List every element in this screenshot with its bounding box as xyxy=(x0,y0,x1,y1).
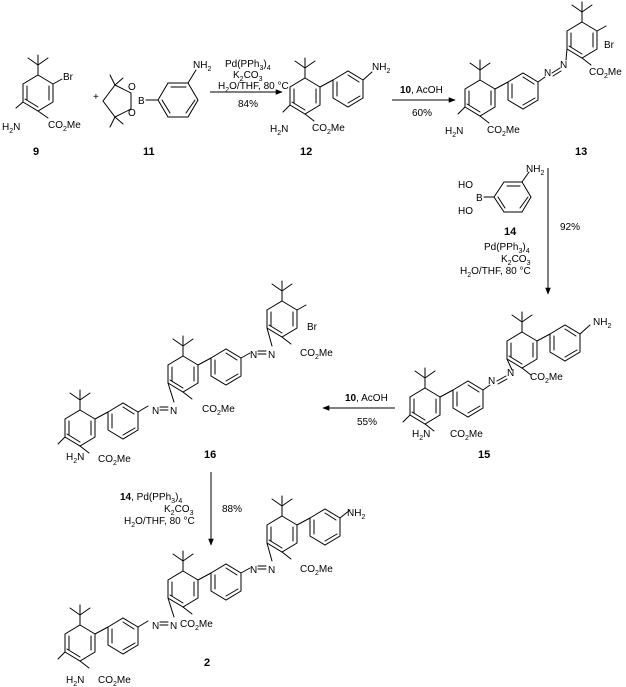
svg-text:10, AcOH: 10, AcOH xyxy=(400,85,443,96)
compound-2: H2N CO2Me N N CO2Me N N NH2 CO2Me 2 xyxy=(57,495,365,687)
svg-text:K2CO3: K2CO3 xyxy=(233,70,263,83)
svg-text:H2O/THF, 80 °C: H2O/THF, 80 °C xyxy=(124,516,195,529)
svg-text:14, Pd(PPh3)4: 14, Pd(PPh3)4 xyxy=(120,492,182,505)
svg-text:N: N xyxy=(268,350,275,361)
svg-text:CO2Me: CO2Me xyxy=(530,372,563,385)
compound-13: H2N CO2Me N N Br CO2Me 13 xyxy=(445,1,622,158)
svg-text:55%: 55% xyxy=(357,417,377,428)
svg-text:N: N xyxy=(170,621,177,632)
svg-text:CO2Me: CO2Me xyxy=(300,564,333,577)
svg-text:CO2Me: CO2Me xyxy=(450,429,483,442)
svg-text:N: N xyxy=(152,406,159,417)
compound-label-15: 15 xyxy=(478,449,490,461)
svg-text:K2CO3: K2CO3 xyxy=(164,504,194,517)
svg-text:N: N xyxy=(560,60,567,71)
svg-text:O: O xyxy=(128,108,136,119)
compound-label-14: 14 xyxy=(504,226,517,238)
amine-label: H2N xyxy=(2,122,20,135)
svg-text:NH2: NH2 xyxy=(593,317,611,330)
compound-14: HO HO B NH2 14 xyxy=(458,164,544,238)
svg-text:N: N xyxy=(250,565,257,576)
plus-sign: + xyxy=(93,92,99,103)
svg-text:H2N: H2N xyxy=(445,126,463,139)
compound-label-16: 16 xyxy=(204,449,216,461)
svg-text:N: N xyxy=(268,565,275,576)
svg-text:CO2Me: CO2Me xyxy=(589,67,622,80)
svg-text:O: O xyxy=(128,82,136,93)
svg-text:H2N: H2N xyxy=(66,675,84,687)
svg-text:CO2Me: CO2Me xyxy=(98,454,131,467)
svg-text:N: N xyxy=(544,68,551,79)
svg-text:CO2Me: CO2Me xyxy=(98,675,131,687)
svg-text:H2N: H2N xyxy=(412,429,430,442)
svg-text:H2N: H2N xyxy=(66,452,84,465)
ester-label: CO2Me xyxy=(48,120,81,133)
compound-16: H2N CO2Me N N CO2Me N N Br CO2Me 16 xyxy=(57,280,333,467)
svg-text:88%: 88% xyxy=(222,504,242,515)
amine-label: NH2 xyxy=(193,60,211,73)
compound-label-2: 2 xyxy=(204,657,210,669)
compound-label-12: 12 xyxy=(300,146,312,158)
svg-text:NH2: NH2 xyxy=(526,164,544,177)
svg-text:60%: 60% xyxy=(412,108,432,119)
svg-text:K2CO3: K2CO3 xyxy=(501,254,531,267)
svg-text:CO2Me: CO2Me xyxy=(300,348,333,361)
svg-text:10, AcOH: 10, AcOH xyxy=(345,393,388,404)
svg-text:N: N xyxy=(507,368,514,379)
svg-text:HO: HO xyxy=(458,180,473,191)
compound-11: O O B NH2 11 xyxy=(102,60,211,158)
compound-label-9: 9 xyxy=(33,146,39,158)
svg-text:H2N: H2N xyxy=(270,124,288,137)
svg-text:Pd(PPh3)4: Pd(PPh3)4 xyxy=(484,242,530,255)
compound-15: H2N CO2Me N N NH2 CO2Me 15 xyxy=(402,311,611,461)
compound-label-11: 11 xyxy=(143,146,155,158)
svg-text:HO: HO xyxy=(458,206,473,217)
svg-text:N: N xyxy=(250,350,257,361)
compound-9: Br H2N CO2Me 9 xyxy=(2,54,81,158)
compound-label-13: 13 xyxy=(575,146,587,158)
compound-12: NH2 H2N CO2Me 12 xyxy=(270,57,390,158)
bromo-label: Br xyxy=(63,72,74,83)
svg-text:NH2: NH2 xyxy=(372,62,390,75)
svg-text:CO2Me: CO2Me xyxy=(487,125,520,138)
svg-text:N: N xyxy=(488,376,495,387)
svg-text:92%: 92% xyxy=(560,222,580,233)
svg-text:N: N xyxy=(152,621,159,632)
svg-text:B: B xyxy=(138,96,145,107)
svg-text:CO2Me: CO2Me xyxy=(312,123,345,136)
svg-text:N: N xyxy=(170,406,177,417)
svg-text:CO2Me: CO2Me xyxy=(202,404,235,417)
svg-text:Pd(PPh3)4: Pd(PPh3)4 xyxy=(225,59,271,72)
svg-text:CO2Me: CO2Me xyxy=(180,619,213,632)
svg-text:Br: Br xyxy=(604,40,615,51)
svg-text:NH2: NH2 xyxy=(347,508,365,521)
svg-text:Br: Br xyxy=(307,322,318,333)
svg-text:84%: 84% xyxy=(238,99,258,110)
svg-text:H2O/THF, 80 °C: H2O/THF, 80 °C xyxy=(218,81,289,94)
svg-text:B: B xyxy=(476,193,483,204)
svg-text:H2O/THF, 80 °C: H2O/THF, 80 °C xyxy=(460,266,531,279)
